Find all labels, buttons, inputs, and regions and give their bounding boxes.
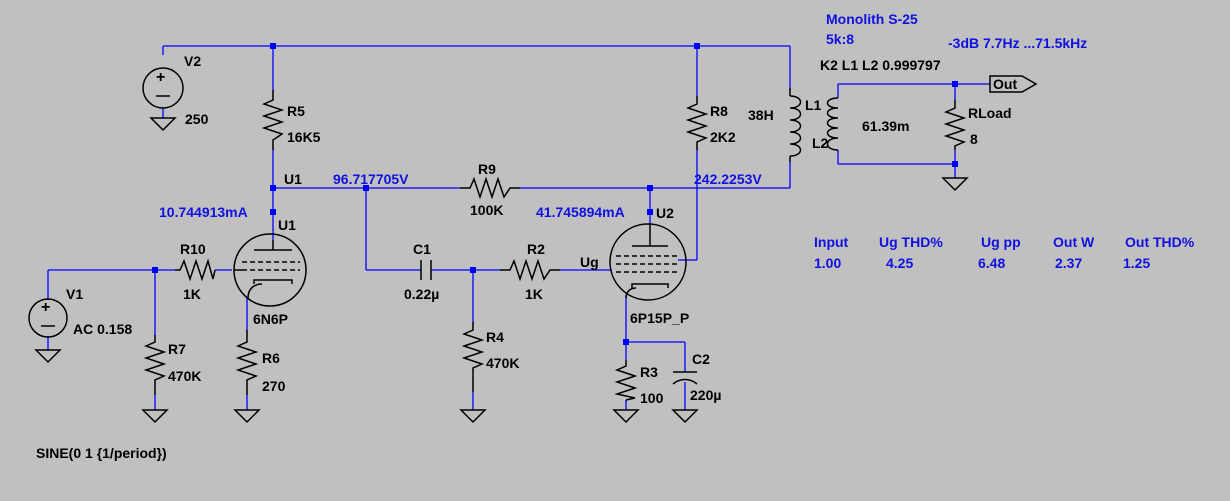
r3-name: R3 [640, 364, 658, 380]
l1-name: L1 [805, 97, 822, 113]
r2-value: 1K [525, 286, 543, 302]
tube-u1[interactable]: U1 6N6P [233, 217, 307, 327]
readout-voltage-anode: 242.2253V [694, 171, 762, 187]
v1-value: AC 0.158 [73, 321, 132, 337]
v2-name: V2 [184, 53, 201, 69]
output-port[interactable]: Out [989, 75, 1038, 93]
out-label: Out [993, 76, 1017, 92]
v1-name: V1 [66, 286, 83, 302]
ground-icon [459, 409, 487, 424]
r8-name: R8 [710, 103, 728, 119]
ratio-text: 5k:8 [826, 31, 854, 47]
net-label-ug: Ug [580, 254, 599, 270]
r8-value: 2K2 [710, 129, 736, 145]
rload-value: 8 [970, 131, 978, 147]
resistor-r3[interactable]: R3 100 [614, 360, 664, 406]
c2-name: C2 [692, 351, 710, 367]
results-header-0: Input [814, 234, 849, 250]
resistor-r10[interactable]: R10 1K [175, 241, 216, 302]
net-label-u1: U1 [284, 171, 302, 187]
r4-name: R4 [486, 329, 504, 345]
ground-icon [34, 349, 62, 364]
readout-voltage-u1: 96.717705V [333, 171, 409, 187]
r7-value: 470K [168, 368, 201, 384]
resistor-r8[interactable]: R8 2K2 [685, 96, 736, 150]
voltage-source-v2[interactable]: + V2 250 [142, 53, 209, 127]
inductor-l1[interactable]: L1 38H [748, 88, 822, 162]
r7-name: R7 [168, 341, 186, 357]
bandwidth-text: -3dB 7.7Hz ...71.5kHz [948, 35, 1087, 51]
wires [47, 45, 990, 410]
l1-value: 38H [748, 107, 774, 123]
l2-value: 61.39m [862, 118, 909, 134]
v2-value: 250 [185, 111, 209, 127]
r4-value: 470K [486, 355, 519, 371]
l2-name: L2 [812, 135, 829, 151]
r9-name: R9 [478, 161, 496, 177]
junction-dots [152, 43, 958, 345]
u2-model: 6P15P_P [630, 310, 689, 326]
results-table: Input Ug THD% Ug pp Out W Out THD% 1.00 … [814, 234, 1195, 271]
coupling-directive: K2 L1 L2 0.999797 [820, 57, 941, 73]
resistor-r6[interactable]: R6 270 [235, 330, 286, 395]
results-value-2: 6.48 [978, 255, 1005, 271]
readout-current-u1: 10.744913mA [159, 204, 248, 220]
results-value-1: 4.25 [886, 255, 913, 271]
u1-name: U1 [278, 217, 296, 233]
capacitor-c1[interactable]: C1 0.22µ [404, 241, 439, 302]
r5-value: 16K5 [287, 129, 321, 145]
resistor-r4[interactable]: R4 470K [461, 322, 519, 392]
r6-name: R6 [262, 350, 280, 366]
resistor-r5[interactable]: R5 16K5 [261, 90, 321, 150]
r2-name: R2 [527, 241, 545, 257]
ground-icon [671, 409, 699, 424]
c1-value: 0.22µ [404, 286, 439, 302]
resistor-r2[interactable]: R2 1K [500, 241, 560, 302]
r10-name: R10 [180, 241, 206, 257]
ground-icon [612, 409, 640, 424]
readout-current-u2: 41.745894mA [536, 204, 625, 220]
results-header-2: Ug pp [981, 234, 1021, 250]
results-value-0: 1.00 [814, 255, 841, 271]
c2-value: 220µ [690, 387, 721, 403]
ground-icon [149, 117, 177, 132]
resistor-r7[interactable]: R7 470K [143, 335, 201, 395]
svg-text:+: + [156, 69, 165, 86]
resistor-rload[interactable]: RLoad 8 [943, 100, 1012, 150]
resistor-r9[interactable]: R9 100K [460, 161, 520, 218]
ground-icon [233, 409, 261, 424]
title-text: Monolith S-25 [826, 11, 918, 27]
svg-text:+: + [41, 299, 50, 316]
inductor-l2[interactable]: L2 61.39m [812, 97, 909, 151]
r5-name: R5 [287, 103, 305, 119]
r6-value: 270 [262, 378, 286, 394]
rload-name: RLoad [968, 105, 1012, 121]
ground-icon [941, 177, 969, 192]
results-value-4: 1.25 [1123, 255, 1150, 271]
sine-directive: SINE(0 1 {1/period}) [36, 445, 167, 461]
r10-value: 1K [183, 286, 201, 302]
u1-model: 6N6P [253, 311, 288, 327]
voltage-source-v1[interactable]: + V1 AC 0.158 [28, 286, 132, 338]
tube-u2[interactable]: U2 6P15P_P [609, 205, 689, 326]
results-header-1: Ug THD% [879, 234, 943, 250]
results-header-4: Out THD% [1125, 234, 1195, 250]
r9-value: 100K [470, 202, 503, 218]
ground-icon [141, 409, 169, 424]
u2-name: U2 [656, 205, 674, 221]
results-header-3: Out W [1053, 234, 1095, 250]
capacitor-c2[interactable]: C2 220µ [672, 351, 721, 403]
r3-value: 100 [640, 390, 664, 406]
results-value-3: 2.37 [1055, 255, 1082, 271]
c1-name: C1 [413, 241, 431, 257]
